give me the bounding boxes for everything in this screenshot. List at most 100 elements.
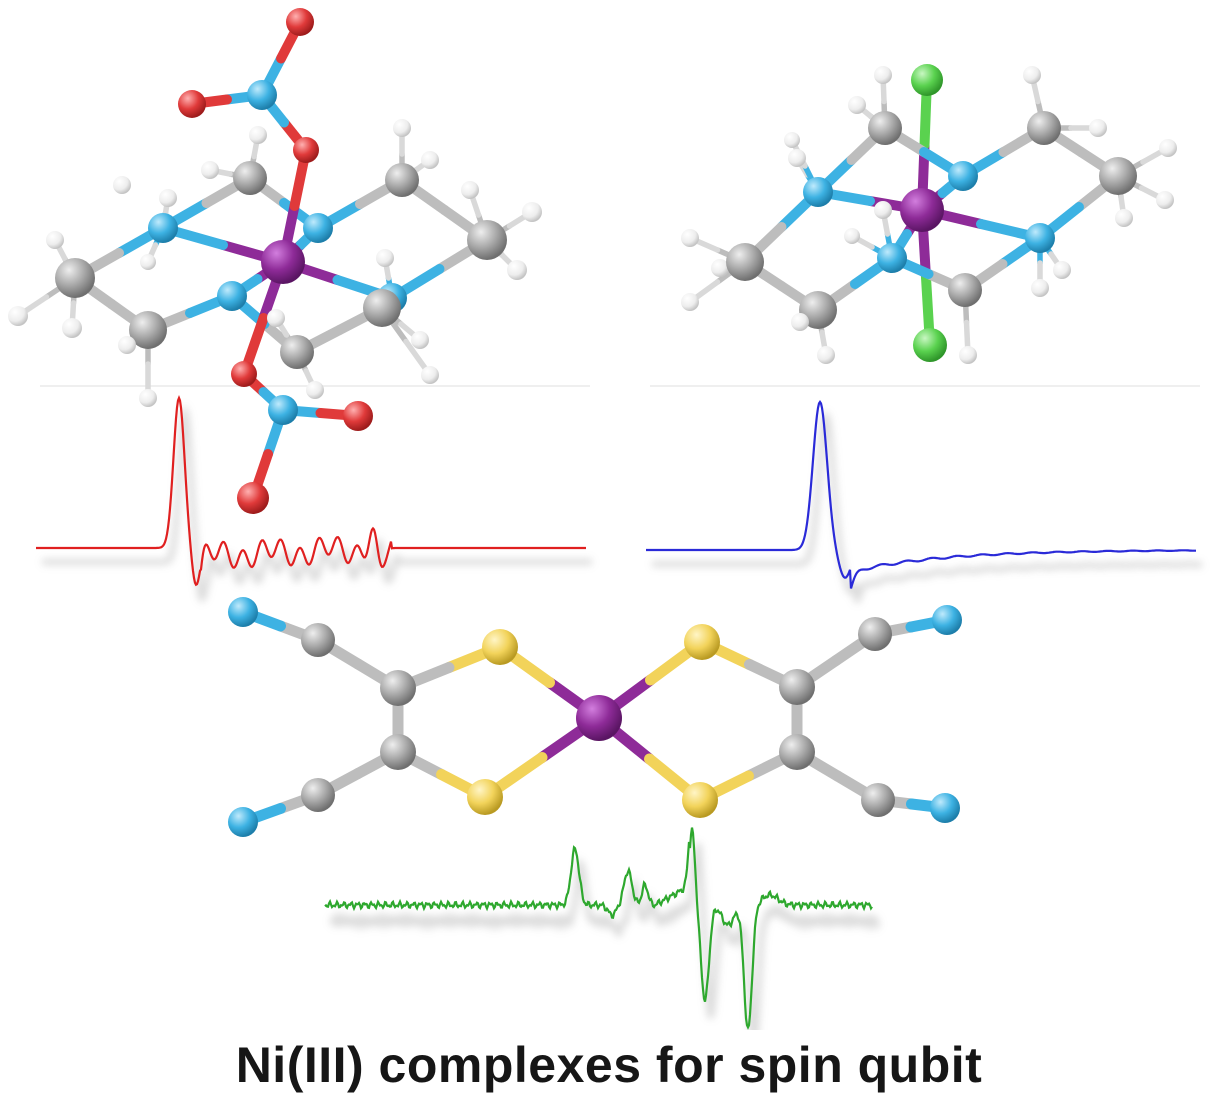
epr-spectrum-nitrate-shadow xyxy=(42,403,592,603)
nitrogen-atom xyxy=(303,213,333,243)
hydrogen-atom xyxy=(1156,191,1174,209)
nitrogen-atom xyxy=(930,793,960,823)
carbon-atom xyxy=(1027,111,1061,145)
hydrogen-atom xyxy=(874,66,892,84)
carbon-atom xyxy=(467,220,507,260)
hydrogen-atom xyxy=(1053,261,1071,279)
nitrogen-atom xyxy=(877,243,907,273)
hydrogen-atom xyxy=(848,96,866,114)
hydrogen-atom xyxy=(201,161,219,179)
carbon-atom xyxy=(779,734,815,770)
hydrogen-atom xyxy=(376,249,394,267)
hydrogen-atom xyxy=(791,313,809,331)
nitrogen-atom xyxy=(1025,223,1055,253)
carbon-atom xyxy=(301,623,335,657)
hydrogen-atom xyxy=(421,366,439,384)
carbon-atom xyxy=(726,243,764,281)
carbon-atom xyxy=(301,778,335,812)
carbon-atom xyxy=(55,258,95,298)
hydrogen-atom xyxy=(711,259,729,277)
nitrogen-atom xyxy=(228,597,258,627)
epr-spectra xyxy=(36,395,1202,604)
hydrogen-atom xyxy=(46,231,64,249)
nitrogen-atom xyxy=(217,281,247,311)
hydrogen-atom xyxy=(681,229,699,247)
epr-spectrum-nitrate xyxy=(36,395,586,587)
chlorine-atom xyxy=(913,328,947,362)
figure-caption: Ni(III) complexes for spin qubit xyxy=(235,1037,983,1093)
hydrogen-atom xyxy=(874,201,892,219)
carbon-atom xyxy=(380,670,416,706)
carbon-atom xyxy=(363,289,401,327)
carbon-atom xyxy=(280,335,314,369)
atom-group xyxy=(228,597,962,837)
nitrogen-atom xyxy=(247,80,277,110)
epr-spectrum-dithiolene-group xyxy=(324,827,881,1051)
carbon-atom xyxy=(129,311,167,349)
sulfur-atom xyxy=(682,782,718,818)
nitrogen-atom xyxy=(803,177,833,207)
oxygen-atom xyxy=(286,8,314,36)
hydrogen-atom xyxy=(461,181,479,199)
nickel-atom xyxy=(261,240,305,284)
hydrogen-atom xyxy=(159,189,177,207)
epr-spectrum-chloride xyxy=(646,400,1196,589)
hydrogen-atom xyxy=(507,260,527,280)
hydrogen-atom xyxy=(393,119,411,137)
hydrogen-atom xyxy=(8,306,28,326)
carbon-atom xyxy=(385,163,419,197)
epr-spectrum-dithiolene-shadow xyxy=(328,843,881,1051)
nitrogen-atom xyxy=(948,161,978,191)
nickel-atom xyxy=(900,188,944,232)
ni-dithiolene-molecule xyxy=(228,597,962,837)
nitrogen-atom xyxy=(148,213,178,243)
hydrogen-atom xyxy=(411,331,429,349)
hydrogen-atom xyxy=(62,318,82,338)
oxygen-atom xyxy=(178,90,206,118)
carbon-atom xyxy=(380,734,416,770)
hydrogen-atom xyxy=(522,202,542,222)
hydrogen-atom xyxy=(139,389,157,407)
hydrogen-atom xyxy=(1115,209,1133,227)
nitrogen-atom xyxy=(932,605,962,635)
atom-group xyxy=(681,64,1177,364)
hydrogen-atom xyxy=(681,293,699,311)
sulfur-atom xyxy=(467,779,503,815)
carbon-atom xyxy=(779,669,815,705)
oxygen-atom xyxy=(343,401,373,431)
hydrogen-atom xyxy=(421,151,439,169)
carbon-atom xyxy=(233,161,267,195)
hydrogen-atom xyxy=(113,176,131,194)
nitrogen-atom xyxy=(228,807,258,837)
hydrogen-atom xyxy=(1031,279,1049,297)
carbon-atom xyxy=(948,273,982,307)
sulfur-atom xyxy=(684,624,720,660)
ni-cyclam-chloride-molecule xyxy=(681,64,1177,364)
nitrogen-atom xyxy=(268,395,298,425)
oxygen-atom xyxy=(293,137,319,163)
hydrogen-atom xyxy=(1023,66,1041,84)
hydrogen-atom xyxy=(959,346,977,364)
oxygen-atom xyxy=(237,482,269,514)
carbon-atom xyxy=(868,111,902,145)
carbon-atom xyxy=(1099,157,1137,195)
sulfur-atom xyxy=(482,629,518,665)
hydrogen-atom xyxy=(118,336,136,354)
oxygen-atom xyxy=(231,361,257,387)
nickel-atom xyxy=(576,695,622,741)
hydrogen-atom xyxy=(817,346,835,364)
hydrogen-atom xyxy=(784,132,800,148)
hydrogen-atom xyxy=(140,254,156,270)
hydrogen-atom xyxy=(306,381,324,399)
hydrogen-atom xyxy=(249,126,267,144)
hydrogen-atom xyxy=(788,149,806,167)
carbon-atom xyxy=(861,783,895,817)
hydrogen-atom xyxy=(267,309,285,327)
figure-canvas xyxy=(8,8,1202,1051)
carbon-atom xyxy=(858,617,892,651)
ni-cyclam-nitrate-molecule xyxy=(8,8,542,514)
hydrogen-atom xyxy=(1089,119,1107,137)
epr-spectrum-dithiolene xyxy=(324,827,873,1030)
hydrogen-atom xyxy=(1159,139,1177,157)
